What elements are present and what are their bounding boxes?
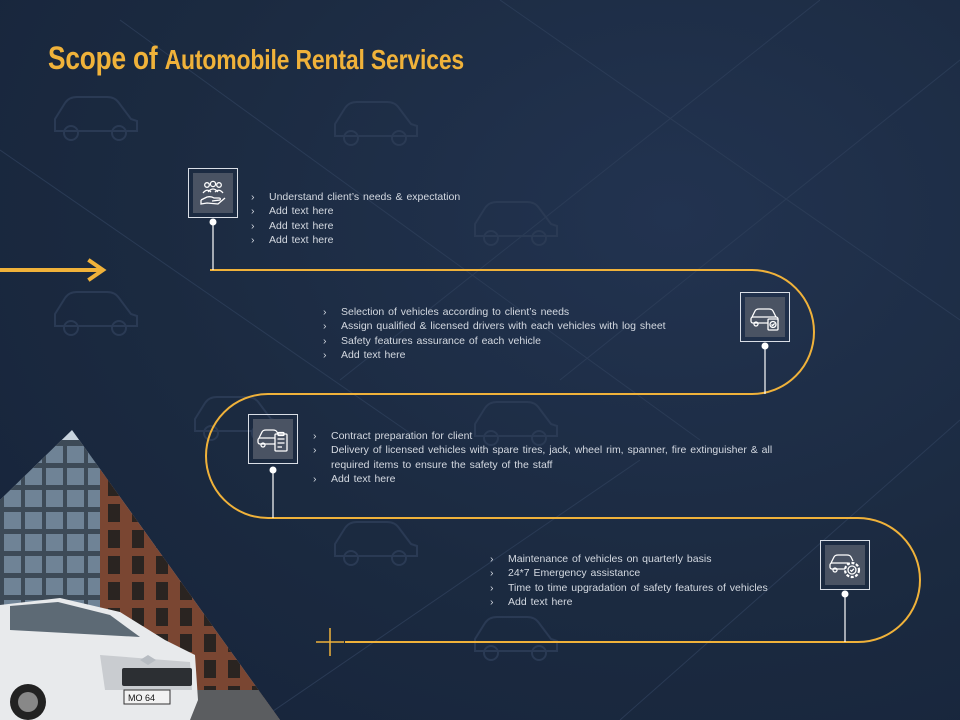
background-car-wheel: [203, 425, 219, 441]
brick-window: [204, 634, 216, 652]
step-1-bullets: Understand client’s needs & expectation …: [251, 190, 571, 248]
background-car-wheel: [391, 550, 407, 566]
list-item: Contract preparation for client: [313, 429, 773, 444]
glass-window: [46, 512, 63, 529]
glass-window: [67, 578, 84, 595]
glass-window: [25, 556, 42, 573]
glass-window: [25, 490, 42, 507]
step-1-icon-box: [188, 168, 238, 218]
glass-window: [67, 556, 84, 573]
step-2-icon-box: [740, 292, 790, 342]
dot-1: [209, 218, 217, 226]
car-check-icon: [750, 308, 779, 331]
background-car-wheel: [483, 645, 499, 661]
license-plate: MO 64: [128, 693, 155, 703]
list-item: Understand client’s needs & expectation: [251, 190, 571, 205]
glass-window: [46, 578, 63, 595]
list-item: Add text here: [323, 348, 723, 363]
glass-window: [4, 556, 21, 573]
arrow-right-icon: [0, 258, 107, 282]
background-car-outline: [474, 616, 558, 652]
glass-window: [67, 468, 84, 485]
step-3-bullets: Contract preparation for client Delivery…: [313, 429, 773, 487]
glass-window: [46, 534, 63, 551]
background-car-wheel: [531, 645, 547, 661]
brick-window: [156, 582, 168, 600]
glass-window: [67, 534, 84, 551]
background-car-wheel: [63, 125, 79, 141]
dot-2: [761, 342, 769, 350]
brick-window: [108, 530, 120, 548]
background-car-outline: [334, 521, 418, 557]
background-car-outline: [474, 401, 558, 437]
brick-window: [108, 582, 120, 600]
glass-window: [4, 490, 21, 507]
brick-window: [108, 504, 120, 522]
brick-window: [108, 556, 120, 574]
brick-window: [132, 530, 144, 548]
title-part-1: Scope of: [48, 40, 158, 76]
brick-window: [180, 634, 192, 652]
list-item: Add text here: [313, 472, 773, 487]
list-item: Assign qualified & licensed drivers with…: [323, 319, 723, 334]
page-title: Scope of Automobile Rental Services: [48, 40, 464, 77]
list-item: Selection of vehicles according to clien…: [323, 305, 723, 320]
background-car-outline: [334, 101, 418, 137]
brick-window: [132, 582, 144, 600]
background-car-wheel: [63, 320, 79, 336]
brick-window: [180, 608, 192, 626]
glass-window: [4, 534, 21, 551]
brick-window: [204, 660, 216, 678]
background-car-wheel: [343, 130, 359, 146]
background-car-wheel: [111, 320, 127, 336]
background-car-wheel: [343, 550, 359, 566]
list-item: Add text here: [251, 233, 571, 248]
brick-window: [156, 556, 168, 574]
background-car-outline: [54, 96, 138, 132]
glass-window: [46, 468, 63, 485]
customer-service-hand-icon: [200, 180, 226, 205]
list-item: Add text here: [251, 204, 571, 219]
glass-window: [46, 556, 63, 573]
step-4-bullets: Maintenance of vehicles on quarterly bas…: [490, 552, 810, 610]
list-item: Add text here: [490, 595, 810, 610]
timeline-curve: [205, 269, 921, 643]
list-item: 24*7 Emergency assistance: [490, 566, 810, 581]
car-clipboard-icon: [257, 429, 288, 452]
plus-icon: [316, 628, 344, 656]
list-item: Delivery of licensed vehicles with spare…: [313, 443, 773, 472]
dot-4: [841, 590, 849, 598]
glass-window: [46, 490, 63, 507]
glass-window: [4, 512, 21, 529]
background-car-outline: [54, 291, 138, 327]
brick-window: [228, 660, 240, 678]
dot-3: [269, 466, 277, 474]
suv-illustration: MO 64: [0, 598, 198, 720]
title-part-2: Automobile Rental Services: [164, 44, 465, 75]
background-car-wheel: [111, 125, 127, 141]
glass-window: [25, 512, 42, 529]
brick-window: [156, 608, 168, 626]
glass-window: [4, 578, 21, 595]
step-2-bullets: Selection of vehicles according to clien…: [323, 305, 723, 363]
list-item: Safety features assurance of each vehicl…: [323, 334, 723, 349]
list-item: Time to time upgradation of safety featu…: [490, 581, 810, 596]
glass-window: [67, 490, 84, 507]
car-gear-icon: [829, 554, 861, 579]
glass-window: [67, 512, 84, 529]
glass-window: [25, 468, 42, 485]
list-item: Maintenance of vehicles on quarterly bas…: [490, 552, 810, 567]
background-car-wheel: [391, 130, 407, 146]
glass-window: [25, 534, 42, 551]
brick-window: [132, 556, 144, 574]
step-4-icon-box: [820, 540, 870, 590]
glass-window: [25, 578, 42, 595]
glass-window: [67, 446, 84, 463]
step-3-icon-box: [248, 414, 298, 464]
list-item: Add text here: [251, 219, 571, 234]
